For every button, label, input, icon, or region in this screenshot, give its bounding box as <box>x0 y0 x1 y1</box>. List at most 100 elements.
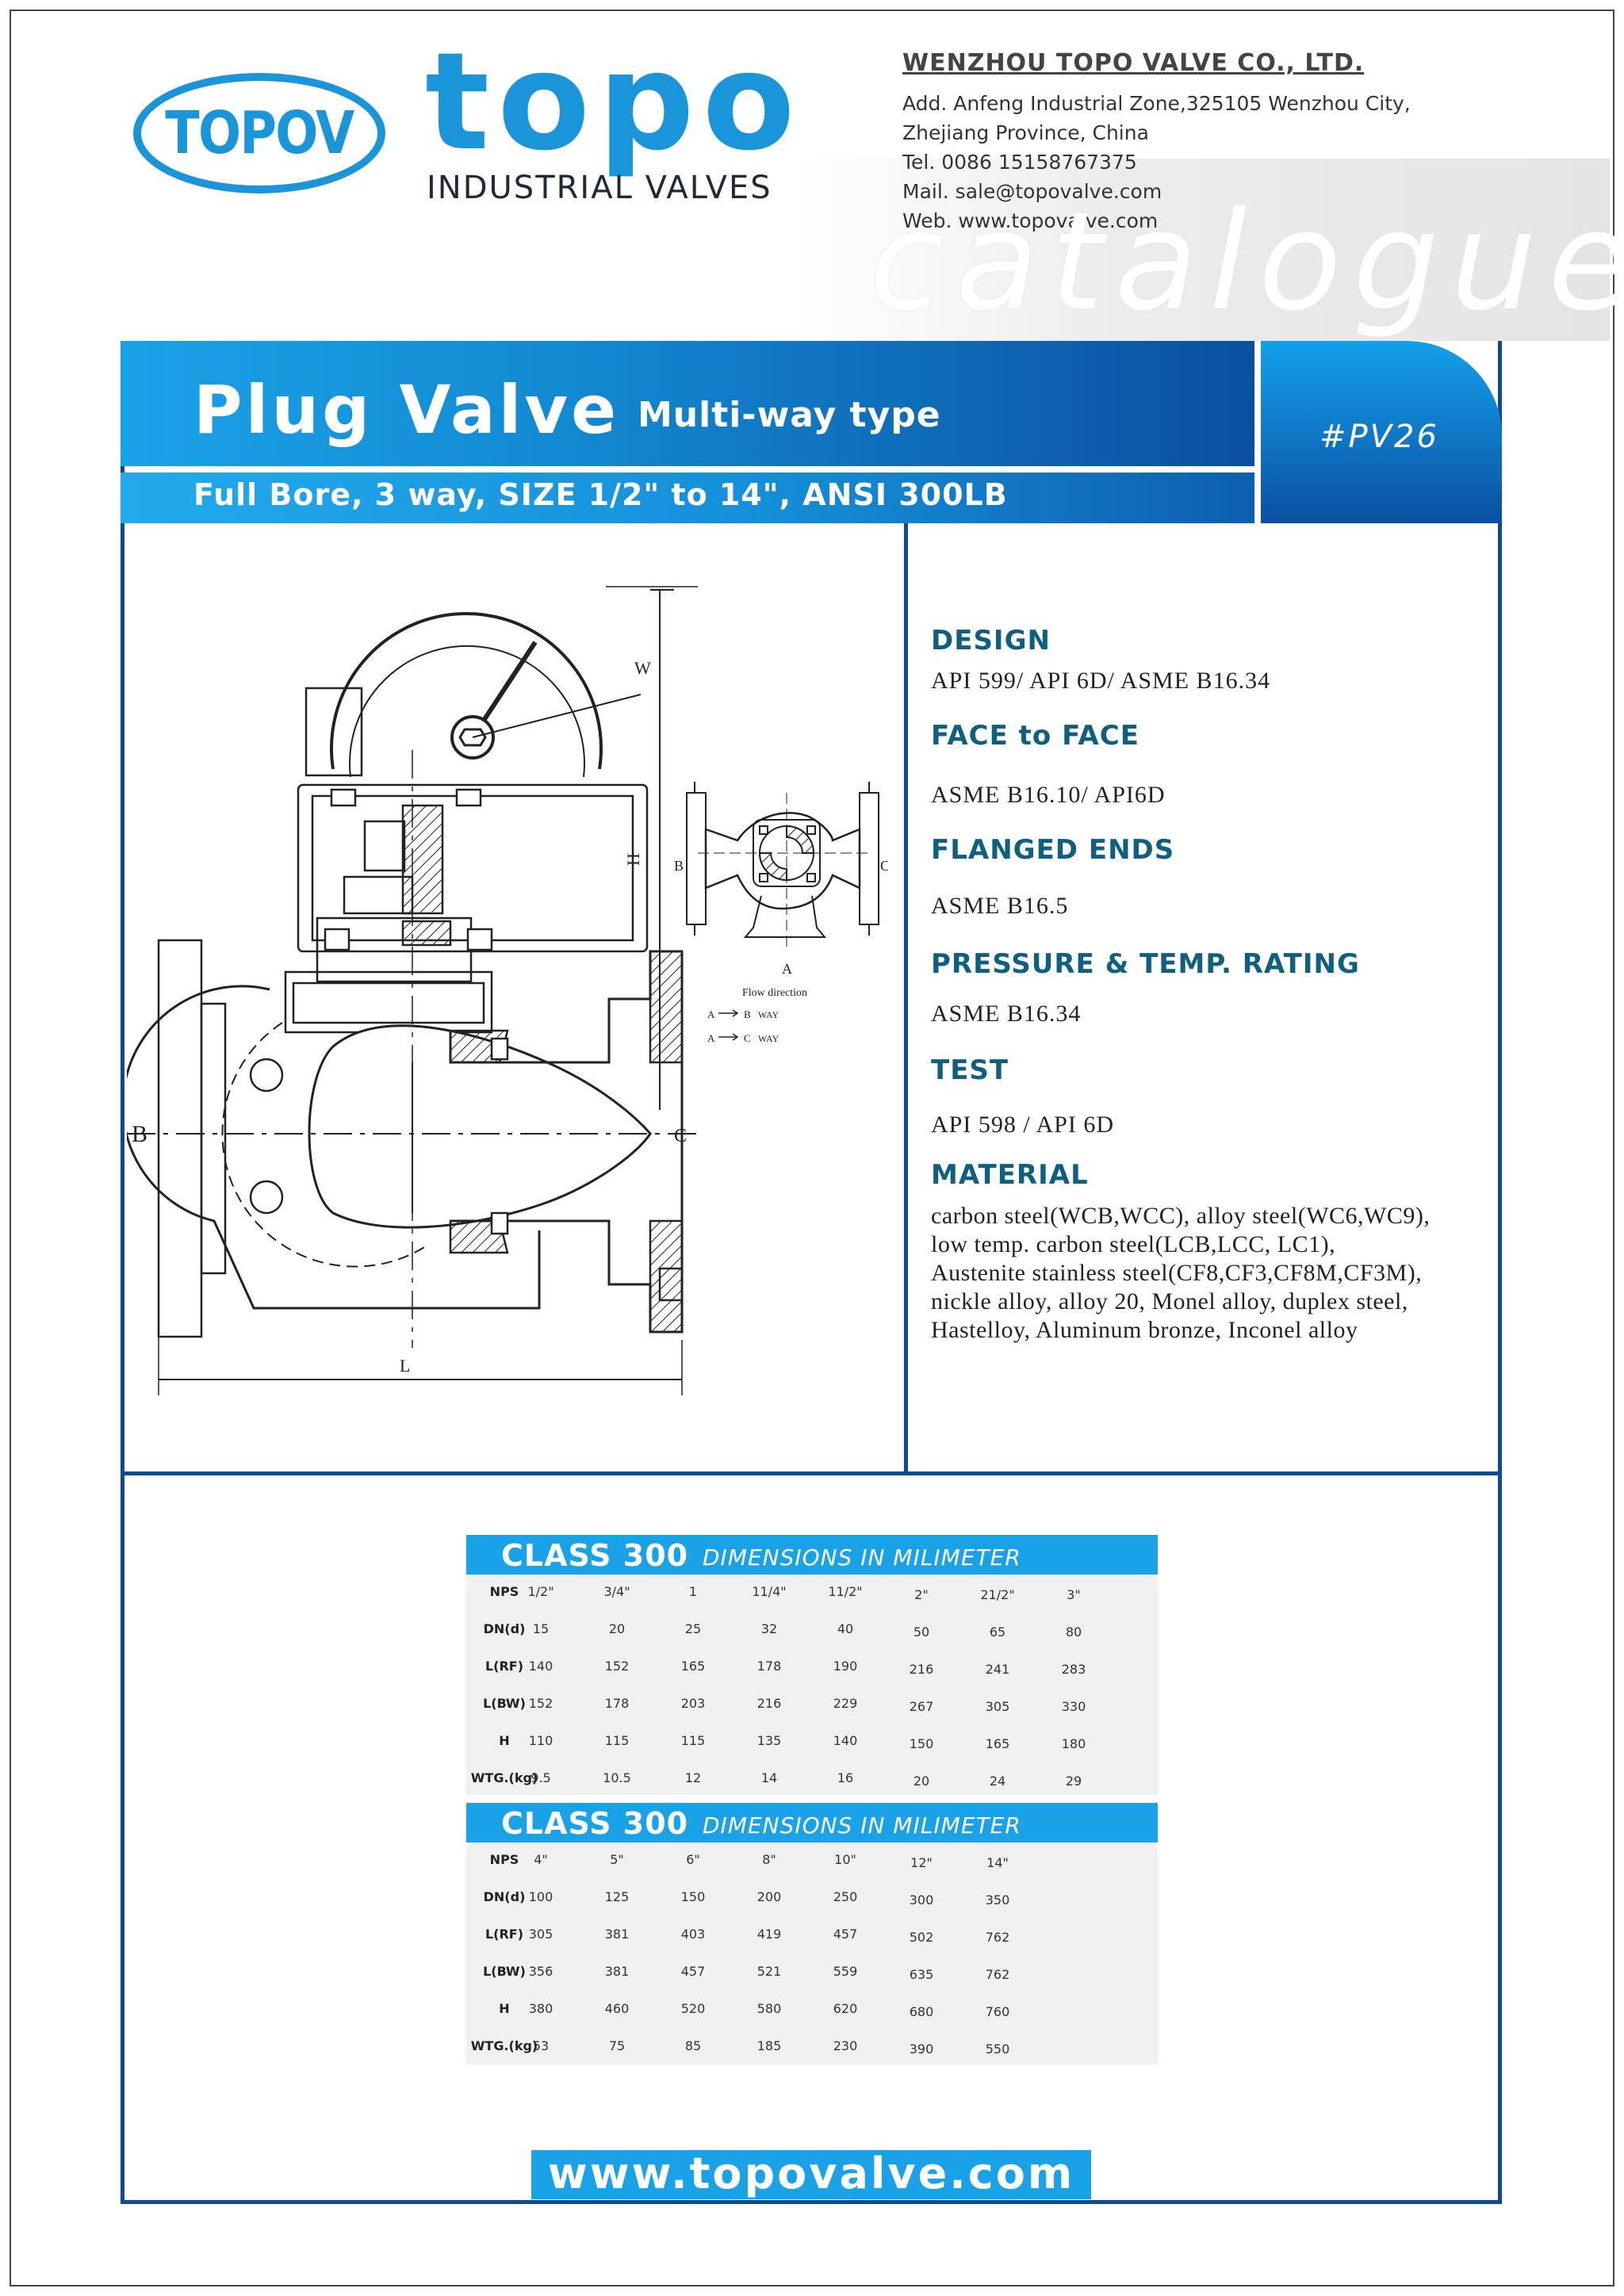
table-cell: 165 <box>680 1659 706 1674</box>
table-class: CLASS 300 <box>501 1806 689 1841</box>
table-cell: 250 <box>833 1889 858 1904</box>
row-label: L(RF) <box>485 1927 524 1942</box>
address-line-1: Add. Anfeng Industrial Zone,325105 Wenzh… <box>902 92 1411 115</box>
table-cell: 14 <box>760 1770 778 1785</box>
table-cell: 403 <box>680 1927 706 1942</box>
table-cell: 115 <box>604 1733 630 1748</box>
material-line: Austenite stainless steel(CF8,CF3,CF8M,C… <box>931 1260 1423 1286</box>
product-type: Multi-way type <box>638 395 941 435</box>
left-flange <box>157 939 203 1338</box>
face-to-face-heading: FACE to FACE <box>931 720 1139 752</box>
table-cell: 29 <box>1065 1774 1082 1789</box>
label-c: C <box>674 1126 687 1146</box>
table-cell: 203 <box>680 1696 706 1711</box>
flow-direction-label: Flow direction <box>742 987 807 999</box>
table-cell: 152 <box>604 1659 630 1674</box>
table-cell: 300 <box>909 1892 934 1908</box>
table-cell: 460 <box>604 2001 630 2016</box>
table-cell: 457 <box>680 1964 706 1979</box>
test-value: API 598 / API 6D <box>931 1112 1115 1138</box>
table-cell: 380 <box>528 2001 553 2016</box>
subtitle-banner <box>121 473 1254 523</box>
table-cell: 502 <box>909 1930 934 1945</box>
table-cell: 580 <box>756 2001 782 2016</box>
table-cell: 20 <box>913 1774 930 1789</box>
table-cell: 135 <box>756 1733 782 1748</box>
title-banner <box>121 341 1254 466</box>
table-cell: 267 <box>909 1699 934 1714</box>
table-cell: 16 <box>837 1770 854 1785</box>
table-cell: 185 <box>756 2038 782 2053</box>
row-label: WTG.(kg) <box>470 2038 538 2053</box>
table-cell: 40 <box>837 1621 854 1636</box>
design-heading: DESIGN <box>931 625 1051 656</box>
table-cell: 150 <box>909 1736 934 1751</box>
row-label: DN(d) <box>483 1621 526 1636</box>
table-cell: 229 <box>833 1696 858 1711</box>
table-cell: 65 <box>989 1624 1006 1640</box>
table-cell: 521 <box>756 1964 782 1979</box>
table-cell: 178 <box>756 1659 782 1674</box>
code-banner <box>1261 341 1502 523</box>
row-label: NPS <box>489 1852 519 1867</box>
logo-text: TOPOV <box>165 99 354 167</box>
table-cell: 356 <box>528 1964 553 1979</box>
footer-bar <box>531 2150 1091 2199</box>
table-cell: 9.5 <box>530 1770 551 1785</box>
table-cell: 11/4" <box>752 1584 787 1599</box>
label-w: W <box>634 658 651 678</box>
table-cell: 3" <box>1067 1587 1081 1602</box>
label-h: H <box>623 853 643 866</box>
table-units: DIMENSIONS IN MILIMETER <box>703 1544 1021 1571</box>
table-cell: 419 <box>756 1927 782 1942</box>
table-cell: 760 <box>985 2004 1010 2019</box>
table-cell: 457 <box>833 1927 858 1942</box>
table-header: CLASS 300 DIMENSIONS IN MILIMETER <box>466 1803 1158 1843</box>
top-view <box>686 782 879 1041</box>
table-cell: 620 <box>833 2001 858 2016</box>
valve-drawing: W H B C L B C A Flow direc <box>121 555 890 1411</box>
gearbox <box>297 783 649 953</box>
table-cell: 390 <box>909 2042 934 2057</box>
row-label: H <box>499 1733 510 1748</box>
table-cell: 4" <box>534 1852 548 1867</box>
flanged-ends-value: ASME B16.5 <box>931 893 1069 919</box>
table-header: CLASS 300 DIMENSIONS IN MILIMETER <box>466 1535 1158 1575</box>
flanged-ends-heading: FLANGED ENDS <box>931 834 1175 866</box>
table-cell: 150 <box>680 1889 706 1904</box>
table-cell: 2" <box>914 1587 929 1602</box>
table-cell: 10.5 <box>603 1770 631 1785</box>
flow-ab-way: WAY <box>758 1009 779 1020</box>
table-cell: 50 <box>913 1624 930 1640</box>
table-cell: 24 <box>989 1774 1006 1789</box>
table-cell: 550 <box>985 2042 1010 2057</box>
table-cell: 559 <box>833 1964 858 1979</box>
top-view-label-b: B <box>674 858 684 874</box>
company-name: WENZHOU TOPO VALVE CO., LTD. <box>902 49 1365 77</box>
pressure-value: ASME B16.34 <box>931 1001 1082 1027</box>
material-heading: MATERIAL <box>931 1159 1089 1191</box>
table-cell: 190 <box>833 1659 858 1674</box>
material-line: carbon steel(WCB,WCC), alloy steel(WC6,W… <box>931 1203 1431 1229</box>
footer-website-link[interactable]: www.topovalve.com <box>547 2149 1075 2198</box>
row-label: NPS <box>489 1584 519 1599</box>
table-cell: 6" <box>686 1852 700 1867</box>
vertical-divider <box>904 523 908 1475</box>
valve-drawing-svg: W H B C L B C A Flow direc <box>121 586 890 1395</box>
row-label: L(BW) <box>483 1964 526 1979</box>
table-cell: 75 <box>608 2038 626 2053</box>
table-cell: 11/2" <box>828 1584 863 1599</box>
row-label: L(BW) <box>483 1696 526 1711</box>
topov-logo: TOPOV <box>133 73 385 193</box>
table-cell: 180 <box>1061 1736 1086 1751</box>
table-cell: 216 <box>909 1662 934 1677</box>
material-line: nickle alloy, alloy 20, Monel alloy, dup… <box>931 1288 1408 1314</box>
